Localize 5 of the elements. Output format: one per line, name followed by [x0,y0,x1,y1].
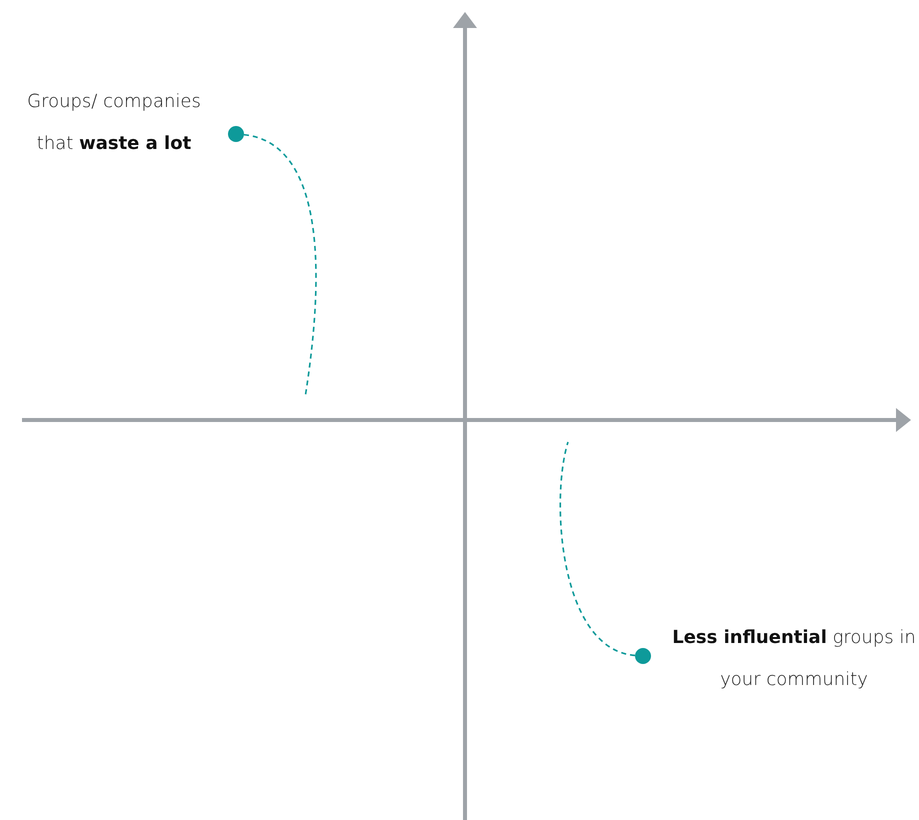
leader-line [560,442,636,656]
point-label: Groups/ companies that waste a lot [26,90,202,156]
dot-marker [635,648,651,664]
point-label: Less influential groups in your community [671,626,917,692]
dot-marker [228,126,244,142]
